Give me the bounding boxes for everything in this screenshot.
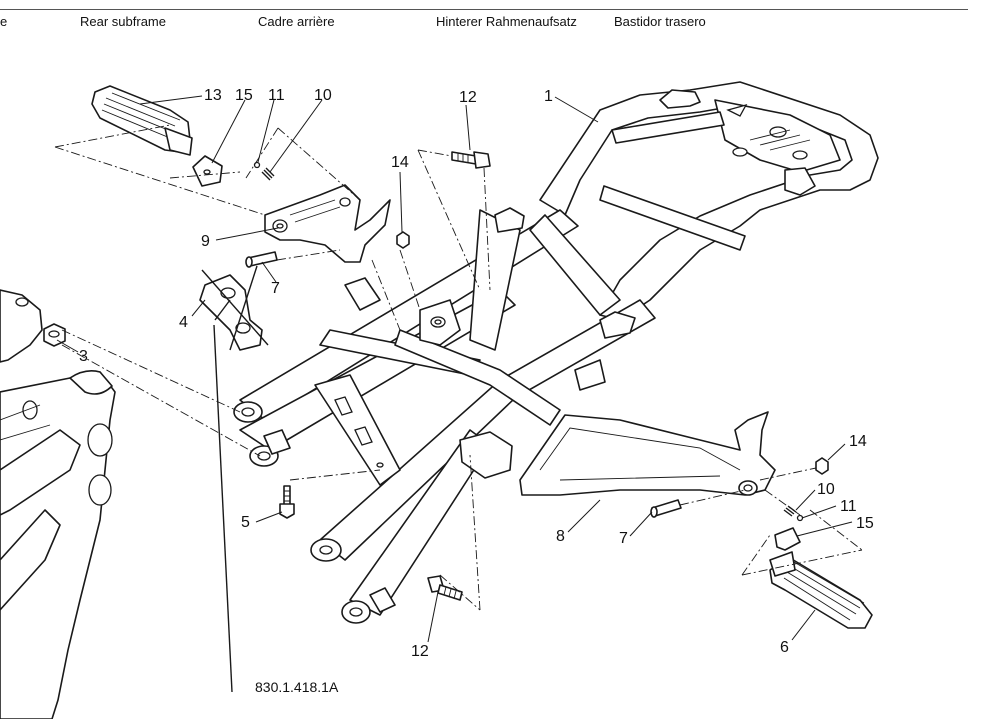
drawing-code: 830.1.418.1A bbox=[255, 679, 339, 695]
callout-9: 9 bbox=[201, 233, 210, 250]
right-footrest-bracket bbox=[519, 411, 776, 496]
callout-11-left: 11 bbox=[268, 87, 285, 104]
callout-15-right: 15 bbox=[856, 515, 874, 532]
right-clip bbox=[774, 527, 801, 551]
callout-11-right: 11 bbox=[840, 498, 857, 515]
bolt-5 bbox=[279, 485, 295, 519]
left-nut bbox=[396, 231, 410, 249]
left-pin bbox=[245, 251, 278, 268]
strike-line-1 bbox=[201, 269, 269, 346]
bolt-12-bottom bbox=[427, 575, 463, 601]
main-frame-partial bbox=[0, 289, 116, 719]
callout-13: 13 bbox=[204, 87, 222, 104]
bracket-4 bbox=[199, 274, 263, 351]
leader-lines bbox=[56, 95, 853, 643]
header-label-french: Cadre arrière bbox=[258, 14, 335, 29]
header-rule bbox=[0, 9, 968, 10]
callout-10-right: 10 bbox=[817, 481, 835, 498]
callout-5: 5 bbox=[241, 514, 250, 531]
callout-3: 3 bbox=[79, 348, 88, 365]
header-label-german: Hinterer Rahmenaufsatz bbox=[436, 14, 577, 29]
callout-14-left: 14 bbox=[391, 154, 409, 171]
bolt-12-top bbox=[451, 151, 491, 169]
right-footpeg bbox=[769, 551, 873, 629]
callout-7-right: 7 bbox=[619, 530, 628, 547]
callout-1: 1 bbox=[544, 88, 553, 105]
callout-6: 6 bbox=[780, 639, 789, 656]
rear-subframe bbox=[233, 81, 879, 624]
left-clip-hole bbox=[203, 169, 211, 175]
right-nut bbox=[815, 457, 829, 475]
callout-4: 4 bbox=[179, 314, 188, 331]
right-pin bbox=[650, 499, 682, 518]
callout-7-left: 7 bbox=[271, 280, 280, 297]
callout-10-left: 10 bbox=[314, 87, 332, 104]
header-label-spanish: Bastidor trasero bbox=[614, 14, 706, 29]
left-footpeg bbox=[91, 85, 193, 156]
callout-8: 8 bbox=[556, 528, 565, 545]
header-label-english: Rear subframe bbox=[80, 14, 166, 29]
left-ball bbox=[253, 161, 261, 169]
callout-14-right: 14 bbox=[849, 433, 867, 450]
pointer-line bbox=[213, 324, 233, 693]
callout-15-left: 15 bbox=[235, 87, 253, 104]
assembly-lines bbox=[54, 124, 863, 611]
strike-line-3 bbox=[214, 299, 231, 321]
nut-3 bbox=[43, 323, 66, 347]
right-ball bbox=[796, 514, 804, 522]
callout-12-top: 12 bbox=[459, 89, 477, 106]
header-label-fragment: e bbox=[0, 14, 8, 29]
callout-12-bottom: 12 bbox=[411, 643, 429, 660]
strike-line-2 bbox=[229, 265, 258, 351]
left-footrest-bracket bbox=[264, 184, 391, 263]
